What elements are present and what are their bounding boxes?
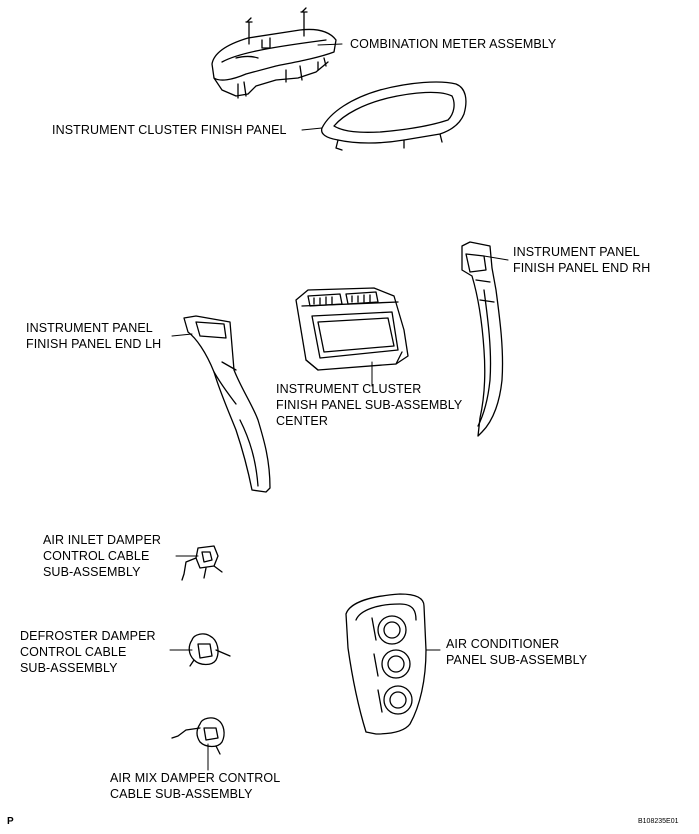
leader-end-lh: [172, 334, 192, 336]
label-line: FINISH PANEL END RH: [513, 261, 651, 275]
label-air-mix-damper-cable: AIR MIX DAMPER CONTROL CABLE SUB-ASSEMBL…: [110, 770, 280, 802]
label-line: DEFROSTER DAMPER: [20, 629, 156, 643]
label-line: CABLE SUB-ASSEMBLY: [110, 787, 253, 801]
label-cluster-finish-panel-center: INSTRUMENT CLUSTER FINISH PANEL SUB-ASSE…: [276, 381, 462, 429]
label-air-conditioner-panel: AIR CONDITIONER PANEL SUB-ASSEMBLY: [446, 636, 587, 668]
screw-left: [246, 18, 252, 44]
air-conditioner-panel-drawing: [346, 594, 426, 734]
label-line: COMBINATION METER ASSEMBLY: [350, 37, 557, 51]
screw-right: [301, 8, 307, 36]
defroster-damper-cable-drawing: [189, 634, 230, 666]
label-combination-meter-assembly: COMBINATION METER ASSEMBLY: [350, 36, 556, 52]
label-line: INSTRUMENT CLUSTER FINISH PANEL: [52, 123, 287, 137]
label-line: PANEL SUB-ASSEMBLY: [446, 653, 588, 667]
label-line: AIR CONDITIONER: [446, 637, 560, 651]
label-line: FINISH PANEL END LH: [26, 337, 162, 351]
combination-meter-assembly-drawing: [212, 8, 336, 98]
label-line: INSTRUMENT PANEL: [513, 245, 640, 259]
finish-panel-end-rh-drawing: [462, 242, 503, 436]
label-line: INSTRUMENT PANEL: [26, 321, 153, 335]
label-defroster-damper-cable: DEFROSTER DAMPER CONTROL CABLE SUB-ASSEM…: [20, 628, 156, 676]
label-line: AIR MIX DAMPER CONTROL: [110, 771, 281, 785]
label-air-inlet-damper-cable: AIR INLET DAMPER CONTROL CABLE SUB-ASSEM…: [43, 532, 161, 580]
label-line: INSTRUMENT CLUSTER: [276, 382, 422, 396]
leader-lines: [170, 44, 508, 770]
label-line: FINISH PANEL SUB-ASSEMBLY: [276, 398, 463, 412]
label-line: CONTROL CABLE: [20, 645, 127, 659]
leader-end-rh: [484, 256, 508, 260]
label-instrument-cluster-finish-panel: INSTRUMENT CLUSTER FINISH PANEL: [52, 122, 287, 138]
label-line: CENTER: [276, 414, 328, 428]
air-mix-damper-cable-drawing: [172, 718, 224, 754]
air-inlet-damper-cable-drawing: [182, 546, 222, 580]
cluster-finish-panel-center-drawing: [296, 288, 408, 370]
instrument-cluster-finish-panel-drawing: [322, 82, 466, 150]
leader-combination-meter: [318, 44, 342, 45]
label-line: SUB-ASSEMBLY: [20, 661, 118, 675]
label-finish-panel-end-rh: INSTRUMENT PANEL FINISH PANEL END RH: [513, 244, 650, 276]
label-finish-panel-end-lh: INSTRUMENT PANEL FINISH PANEL END LH: [26, 320, 161, 352]
finish-panel-end-lh-drawing: [184, 316, 270, 492]
label-line: SUB-ASSEMBLY: [43, 565, 141, 579]
corner-mark: P: [7, 816, 14, 827]
figure-code: B108235E01: [638, 818, 679, 825]
label-line: CONTROL CABLE: [43, 549, 150, 563]
label-line: AIR INLET DAMPER: [43, 533, 162, 547]
leader-cluster-finish-panel: [302, 128, 322, 130]
